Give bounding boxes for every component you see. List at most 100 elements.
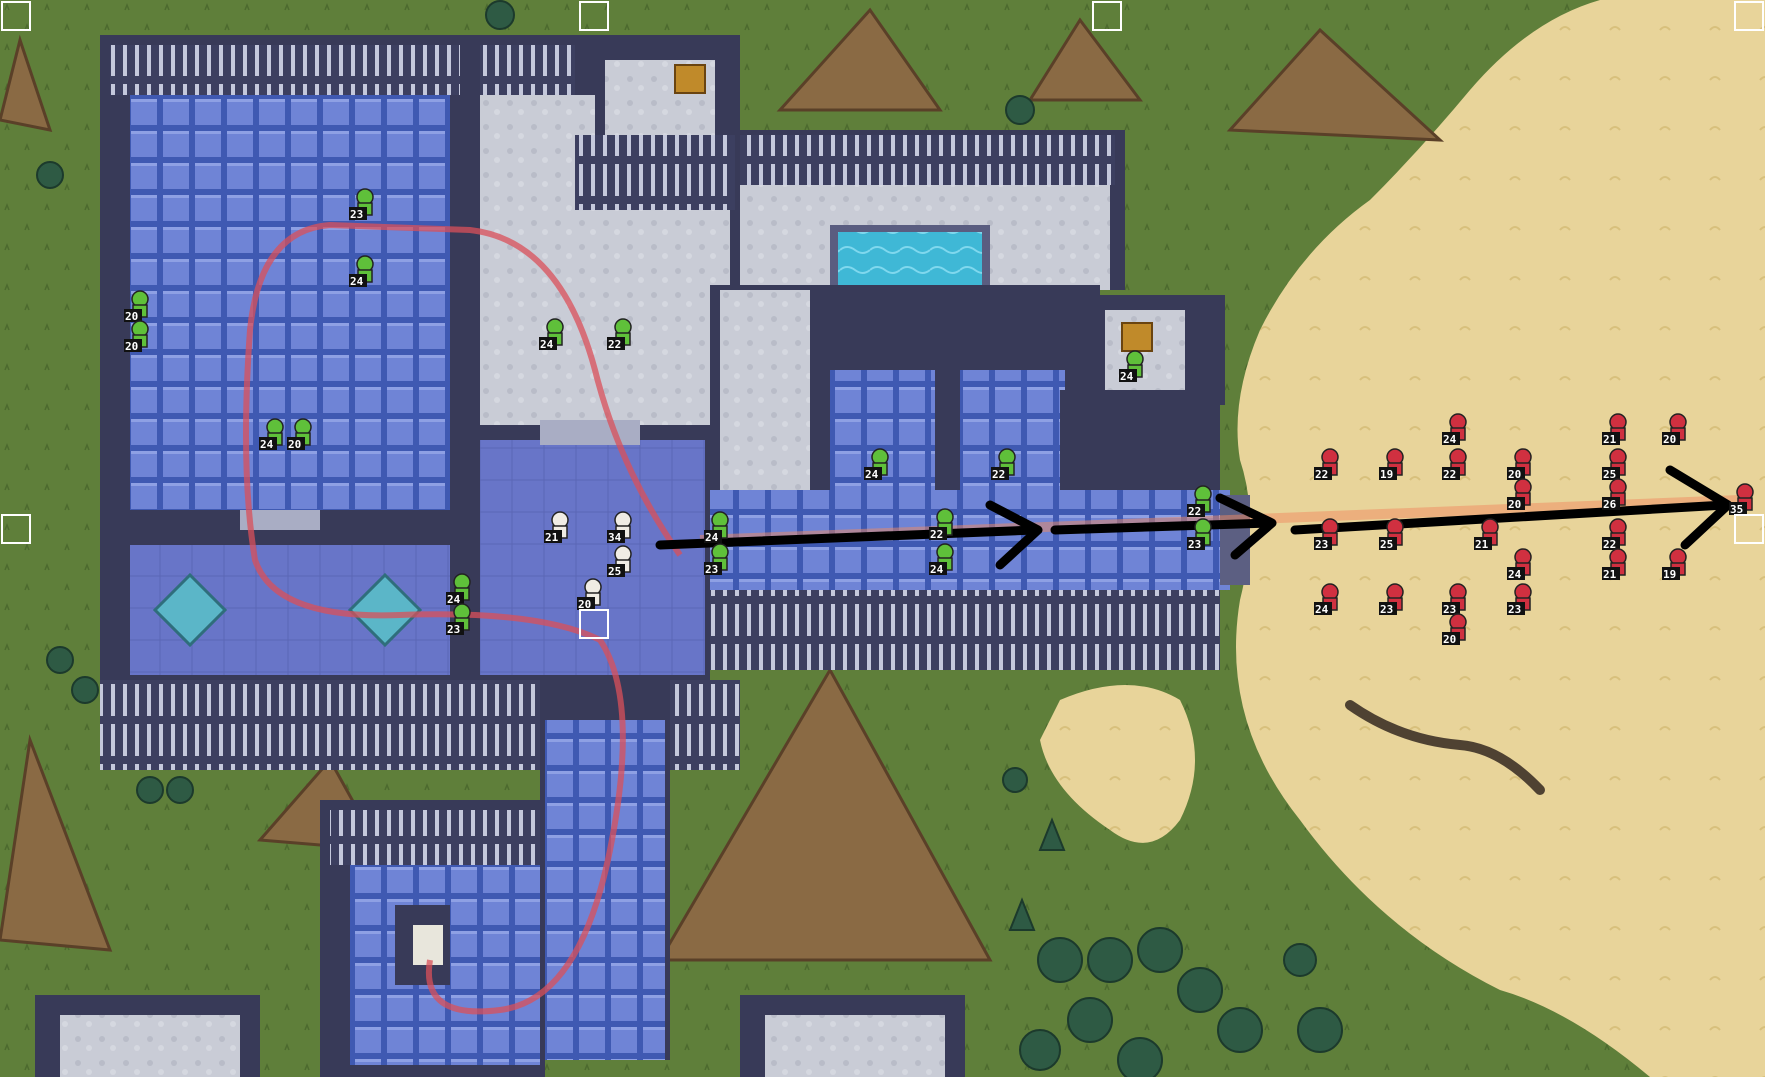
hero-level-label: 34 bbox=[608, 531, 622, 544]
enemy-unit[interactable]: 20 bbox=[1507, 448, 1532, 481]
rock-ridge bbox=[1345, 700, 1545, 795]
enemy-level-label: 22 bbox=[1315, 468, 1328, 481]
ally-level-label: 22 bbox=[1188, 505, 1201, 518]
sand-patch bbox=[1040, 685, 1195, 843]
enemy-level-label: 19 bbox=[1663, 568, 1676, 581]
ally-level-label: 22 bbox=[992, 468, 1005, 481]
mountains bbox=[0, 7, 1445, 962]
enemy-unit[interactable]: 19 bbox=[1379, 448, 1404, 481]
hero-level-label: 20 bbox=[578, 598, 591, 611]
enemy-unit[interactable]: 20 bbox=[1662, 413, 1687, 446]
enemy-level-label: 24 bbox=[1315, 603, 1329, 616]
ally-unit[interactable]: 20 bbox=[287, 418, 312, 451]
advance-arrows bbox=[655, 465, 1733, 570]
enemy-level-label: 22 bbox=[1603, 538, 1616, 551]
enemy-unit[interactable]: 21 bbox=[1474, 518, 1499, 551]
enemy-unit[interactable]: 25 bbox=[1602, 448, 1627, 481]
ally-unit[interactable]: 24 bbox=[446, 573, 471, 606]
castle bbox=[35, 35, 1250, 1077]
ally-unit[interactable]: 24 bbox=[864, 448, 889, 481]
enemy-unit[interactable]: 23 bbox=[1442, 583, 1467, 616]
ally-unit[interactable]: 23 bbox=[1187, 518, 1212, 551]
ally-unit[interactable]: 20 bbox=[124, 320, 149, 353]
enemy-unit[interactable]: 25 bbox=[1379, 518, 1404, 551]
ally-level-label: 20 bbox=[288, 438, 301, 451]
enemy-level-label: 21 bbox=[1603, 568, 1617, 581]
enemy-level-label: 21 bbox=[1475, 538, 1489, 551]
ally-level-label: 24 bbox=[350, 275, 364, 288]
enemy-unit[interactable]: 22 bbox=[1442, 448, 1467, 481]
units-layer: 23 24 20 20 24 20 24 22 24 23 24 23 24 22 24 22 24 22 23 21… bbox=[124, 188, 1754, 646]
enemy-unit[interactable]: 20 bbox=[1442, 613, 1467, 646]
hero-unit[interactable]: 34 bbox=[607, 511, 632, 544]
enemy-level-label: 23 bbox=[1443, 603, 1456, 616]
hero-unit[interactable]: 21 bbox=[544, 511, 569, 544]
ally-unit[interactable]: 23 bbox=[704, 543, 729, 576]
enemy-level-label: 25 bbox=[1603, 468, 1616, 481]
ally-unit[interactable]: 24 bbox=[929, 543, 954, 576]
enemy-level-label: 21 bbox=[1603, 433, 1617, 446]
ally-level-label: 20 bbox=[125, 310, 138, 323]
ally-level-label: 23 bbox=[447, 623, 460, 636]
enemy-level-label: 23 bbox=[1315, 538, 1328, 551]
ally-unit[interactable]: 24 bbox=[259, 418, 284, 451]
hero-level-label: 21 bbox=[545, 531, 559, 544]
enemy-level-label: 20 bbox=[1443, 633, 1456, 646]
ally-unit[interactable]: 22 bbox=[929, 508, 954, 541]
enemy-level-label: 20 bbox=[1508, 468, 1521, 481]
enemy-unit[interactable]: 23 bbox=[1314, 518, 1339, 551]
enemy-unit[interactable]: 24 bbox=[1507, 548, 1532, 581]
ally-level-label: 24 bbox=[260, 438, 274, 451]
ally-level-label: 24 bbox=[930, 563, 944, 576]
ally-level-label: 24 bbox=[447, 593, 461, 606]
enemy-level-label: 24 bbox=[1508, 568, 1522, 581]
ally-level-label: 24 bbox=[705, 531, 719, 544]
enemy-level-label: 24 bbox=[1443, 433, 1457, 446]
ally-level-label: 24 bbox=[540, 338, 554, 351]
desert bbox=[1236, 0, 1765, 1077]
enemy-unit[interactable]: 35 bbox=[1729, 483, 1754, 516]
ally-unit[interactable]: 23 bbox=[349, 188, 374, 221]
hero-unit[interactable]: 25 bbox=[607, 545, 632, 578]
enemy-level-label: 22 bbox=[1443, 468, 1456, 481]
ally-unit[interactable]: 20 bbox=[124, 290, 149, 323]
ally-unit[interactable]: 23 bbox=[446, 603, 471, 636]
ally-level-label: 22 bbox=[930, 528, 943, 541]
ally-unit[interactable]: 22 bbox=[607, 318, 632, 351]
enemy-unit[interactable]: 23 bbox=[1379, 583, 1404, 616]
hero-unit[interactable]: 20 bbox=[577, 578, 602, 611]
ally-unit[interactable]: 24 bbox=[1119, 350, 1144, 383]
enemy-level-label: 19 bbox=[1380, 468, 1393, 481]
enemy-unit[interactable]: 24 bbox=[1314, 583, 1339, 616]
ally-unit[interactable]: 22 bbox=[991, 448, 1016, 481]
ally-unit[interactable]: 24 bbox=[349, 255, 374, 288]
enemy-level-label: 26 bbox=[1603, 498, 1617, 511]
trees bbox=[36, 0, 1343, 1077]
enemy-unit[interactable]: 21 bbox=[1602, 548, 1627, 581]
enemy-unit[interactable]: 22 bbox=[1314, 448, 1339, 481]
route-red-loop bbox=[243, 221, 683, 1015]
enemy-unit[interactable]: 22 bbox=[1602, 518, 1627, 551]
enemy-level-label: 23 bbox=[1380, 603, 1393, 616]
enemy-unit[interactable]: 23 bbox=[1507, 583, 1532, 616]
enemy-unit[interactable]: 24 bbox=[1442, 413, 1467, 446]
enemy-unit[interactable]: 26 bbox=[1602, 478, 1627, 511]
enemy-unit[interactable]: 21 bbox=[1602, 413, 1627, 446]
ally-level-label: 24 bbox=[1120, 370, 1134, 383]
ally-unit[interactable]: 22 bbox=[1187, 485, 1212, 518]
enemy-unit[interactable]: 19 bbox=[1662, 548, 1687, 581]
ally-unit[interactable]: 24 bbox=[539, 318, 564, 351]
enemy-level-label: 20 bbox=[1663, 433, 1676, 446]
ally-level-label: 24 bbox=[865, 468, 879, 481]
ally-level-label: 20 bbox=[125, 340, 138, 353]
enemy-level-label: 20 bbox=[1508, 498, 1521, 511]
enemy-unit[interactable]: 20 bbox=[1507, 478, 1532, 511]
ally-level-label: 23 bbox=[1188, 538, 1201, 551]
grid-markers bbox=[1, 1, 1764, 639]
ally-level-label: 23 bbox=[705, 563, 718, 576]
ally-level-label: 22 bbox=[608, 338, 621, 351]
ally-level-label: 23 bbox=[350, 208, 363, 221]
ally-unit[interactable]: 24 bbox=[704, 511, 729, 544]
enemy-level-label: 25 bbox=[1380, 538, 1393, 551]
